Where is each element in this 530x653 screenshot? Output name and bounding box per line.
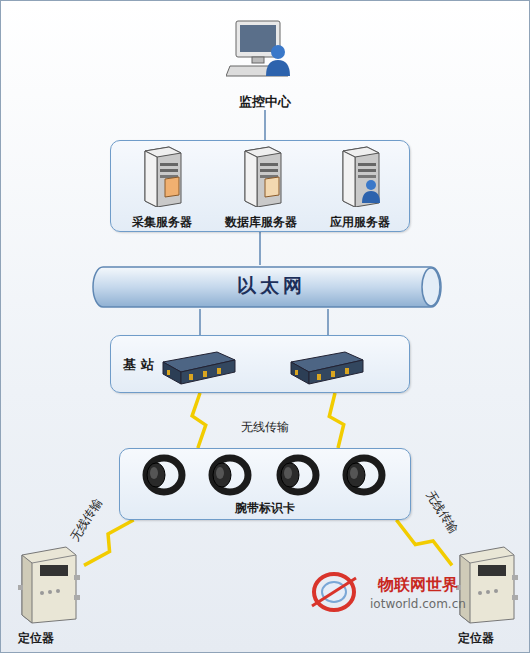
- wireless-bolt: [329, 393, 343, 448]
- group-box: 腕带标识卡: [119, 448, 411, 520]
- device-icon: [340, 451, 390, 501]
- node-label: 定位器: [458, 631, 494, 645]
- device-node: 数据库服务器: [211, 145, 311, 231]
- device-icon: [274, 451, 324, 501]
- network-pipe: 以太网: [91, 265, 451, 309]
- node-label: 定位器: [18, 631, 54, 645]
- node-label: 数据库服务器: [211, 215, 311, 229]
- device-icon: [226, 18, 296, 84]
- node-label: 腕带标识卡: [120, 501, 410, 515]
- wireless-bolt: [192, 393, 206, 448]
- device-icon: [140, 451, 190, 501]
- group-box: 采集服务器数据库服务器应用服务器: [110, 140, 410, 232]
- wireless-bolt: [84, 520, 134, 565]
- device-icon: [235, 145, 287, 211]
- network-line: [259, 232, 261, 265]
- network-line: [264, 110, 266, 140]
- device-node: 应用服务器: [311, 145, 409, 231]
- node-label: 采集服务器: [113, 215, 211, 229]
- node-label: 应用服务器: [311, 215, 409, 229]
- device-node: 定位器: [452, 545, 524, 647]
- device-node: 监控中心: [216, 18, 314, 110]
- network-line: [327, 309, 329, 335]
- watermark-text: iotworld.com.cn: [370, 597, 466, 611]
- watermark-logo: [308, 568, 368, 618]
- node-label: 以太网: [91, 274, 451, 297]
- edge-label: 无线传输: [241, 420, 289, 434]
- device-icon: [159, 344, 239, 392]
- group-box: 基 站: [110, 335, 410, 393]
- device-icon: [454, 545, 520, 629]
- device-icon: [206, 451, 256, 501]
- network-line: [199, 309, 201, 335]
- node-label: 基 站: [123, 357, 154, 373]
- device-icon: [287, 344, 367, 392]
- watermark-text: 物联网世界: [378, 575, 458, 594]
- device-icon: [333, 145, 385, 211]
- device-icon: [16, 545, 82, 629]
- device-node: 定位器: [12, 545, 84, 647]
- device-icon: [135, 145, 187, 211]
- node-label: 监控中心: [216, 94, 314, 110]
- device-node: 采集服务器: [113, 145, 211, 231]
